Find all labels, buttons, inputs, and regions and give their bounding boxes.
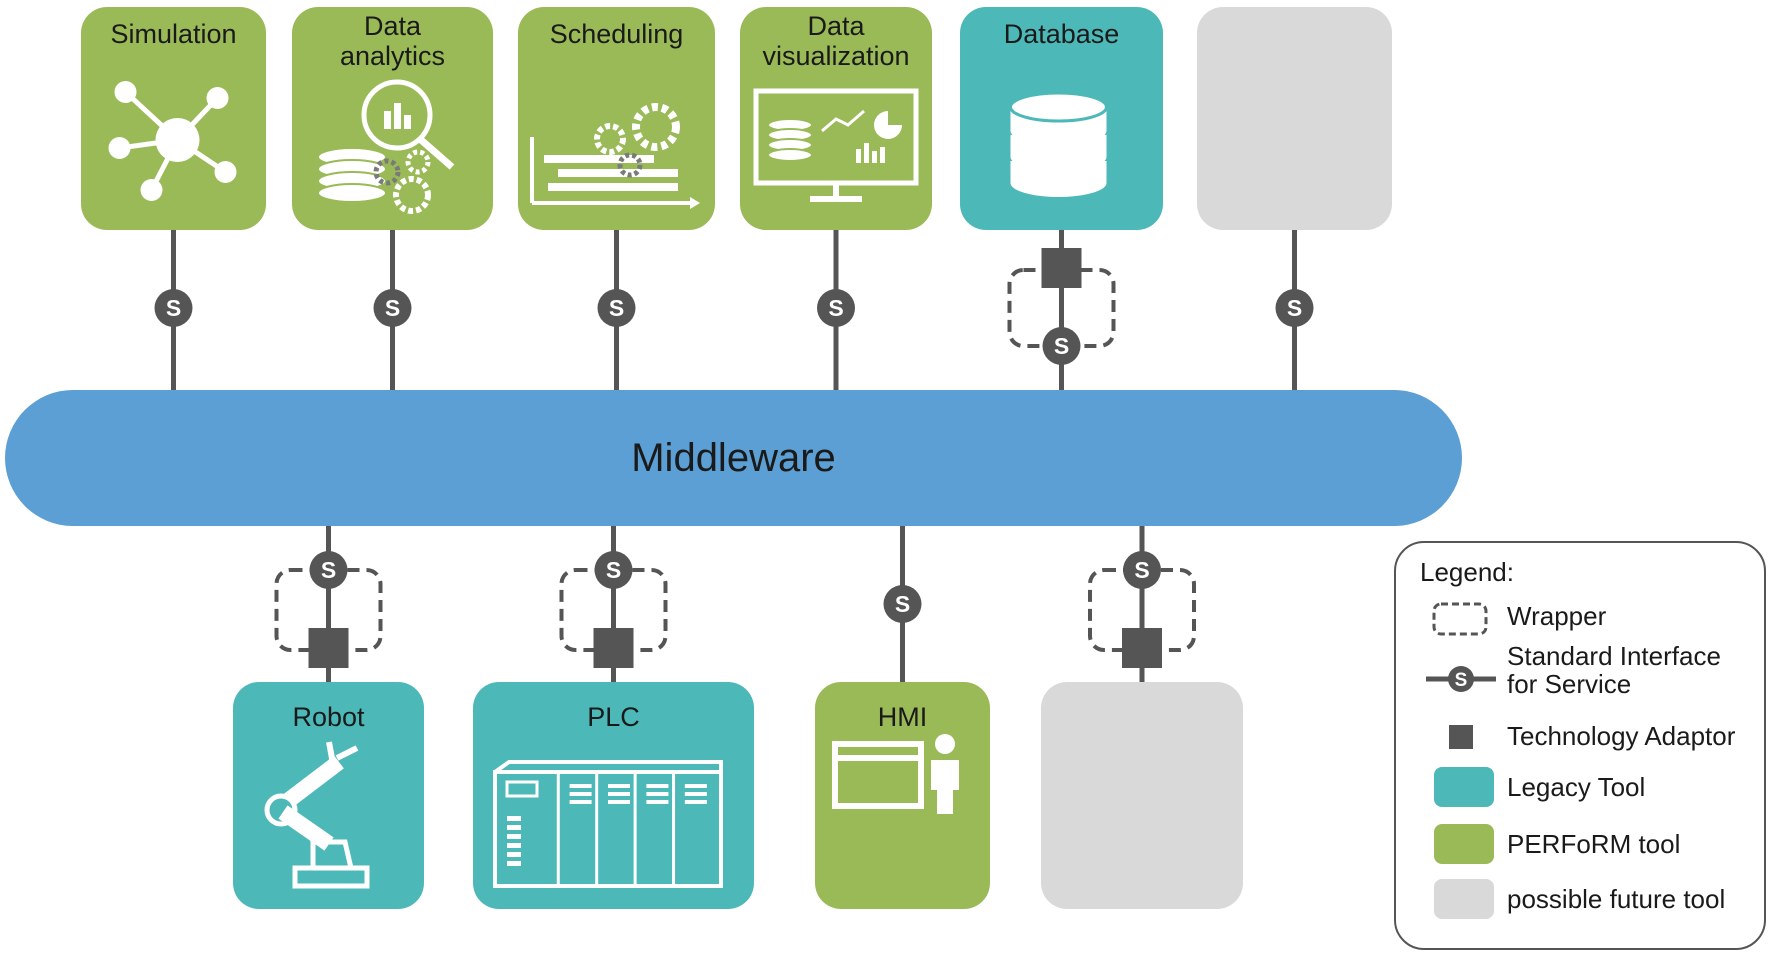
connector: S (274, 526, 383, 682)
tool-plc: PLC (473, 682, 754, 909)
svg-text:S: S (609, 295, 624, 321)
tool-hmi-label: HMI (877, 702, 928, 732)
tool-future-bottom (1041, 682, 1243, 909)
tool-hmi: HMI (815, 682, 990, 909)
svg-text:S: S (321, 557, 336, 583)
connector: S (559, 526, 668, 682)
legend-legacy-label: Legacy Tool (1507, 772, 1646, 802)
svg-text:S: S (828, 295, 843, 321)
svg-text:S: S (1455, 670, 1468, 691)
tool-data-visualization-label: visualization (762, 41, 910, 71)
future-swatch (1434, 879, 1494, 919)
wrapper-icon (1432, 602, 1488, 636)
legend-standard-interface-line2: for Service (1507, 669, 1632, 699)
connector: S (597, 230, 636, 390)
standard-interface-icon: S (154, 289, 193, 327)
tool-database: Database (960, 7, 1163, 230)
gantt-gears-icon (530, 103, 700, 209)
legend-standard-interface-line1: Standard Interface (1507, 641, 1721, 671)
analytics-magnifier-icon (317, 79, 455, 214)
standard-interface-icon: S (883, 585, 922, 623)
standard-interface-icon: S (817, 289, 855, 327)
connector: S (373, 230, 412, 390)
legend-perform-label: PERFoRM tool (1507, 829, 1681, 859)
connector: S (1275, 230, 1314, 390)
connector: S (817, 230, 855, 390)
svg-text:S: S (895, 591, 910, 617)
window-operator-icon (832, 734, 959, 814)
standard-interface-icon: S (1042, 327, 1081, 365)
technology-adaptor-icon (1449, 725, 1473, 749)
connector: S (1088, 526, 1196, 682)
tool-data-analytics-label: analytics (339, 41, 446, 71)
tool-plc-label: PLC (587, 702, 640, 732)
plc-rack-icon (493, 760, 723, 888)
perform-swatch (1434, 824, 1494, 864)
tool-scheduling-label: Scheduling (549, 19, 684, 49)
tool-future-top (1197, 7, 1392, 230)
svg-text:S: S (166, 295, 181, 321)
robot-arm-icon (264, 741, 370, 889)
connector: S (883, 526, 922, 682)
tool-simulation: Simulation (81, 7, 266, 230)
standard-interface-icon: S (373, 289, 412, 327)
middleware-bus: Middleware (5, 390, 1462, 526)
legend: Legend: Wrapper S Standard Interface for… (1394, 541, 1766, 950)
connector: S (154, 230, 193, 390)
legend-wrapper-label: Wrapper (1507, 601, 1607, 631)
monitor-dashboard-icon (753, 88, 919, 202)
svg-text:S: S (1287, 295, 1302, 321)
database-cylinder-icon (1009, 91, 1108, 198)
tool-data-visualization-label: Data (807, 11, 865, 41)
technology-adaptor-icon (1041, 248, 1082, 288)
svg-text:S: S (1134, 557, 1149, 583)
connector: S (1007, 230, 1116, 390)
tool-simulation-label: Simulation (110, 19, 237, 49)
standard-interface-icon: S (594, 551, 633, 589)
tool-robot: Robot (233, 682, 424, 909)
legacy-swatch (1434, 767, 1494, 807)
standard-interface-icon: S (597, 289, 636, 327)
legend-title: Legend: (1420, 557, 1514, 587)
svg-text:S: S (606, 557, 621, 583)
technology-adaptor-icon (1122, 628, 1162, 668)
tool-robot-label: Robot (292, 702, 365, 732)
svg-text:S: S (1054, 333, 1069, 359)
legend-future-label: possible future tool (1507, 884, 1726, 914)
tool-scheduling: Scheduling (518, 7, 715, 230)
standard-interface-icon: S (1123, 551, 1161, 589)
tool-data-analytics-label: Data (363, 11, 422, 41)
standard-interface-icon: S (309, 551, 348, 589)
standard-interface-icon: S (1275, 289, 1314, 327)
network-hub-icon (108, 81, 237, 201)
tool-database-label: Database (1003, 19, 1120, 49)
middleware-label: Middleware (631, 436, 836, 480)
technology-adaptor-icon (308, 628, 349, 668)
standard-interface-icon: S (1426, 666, 1496, 692)
svg-text:S: S (385, 295, 400, 321)
legend-technology-adaptor-label: Technology Adaptor (1507, 721, 1736, 751)
technology-adaptor-icon (593, 628, 634, 668)
